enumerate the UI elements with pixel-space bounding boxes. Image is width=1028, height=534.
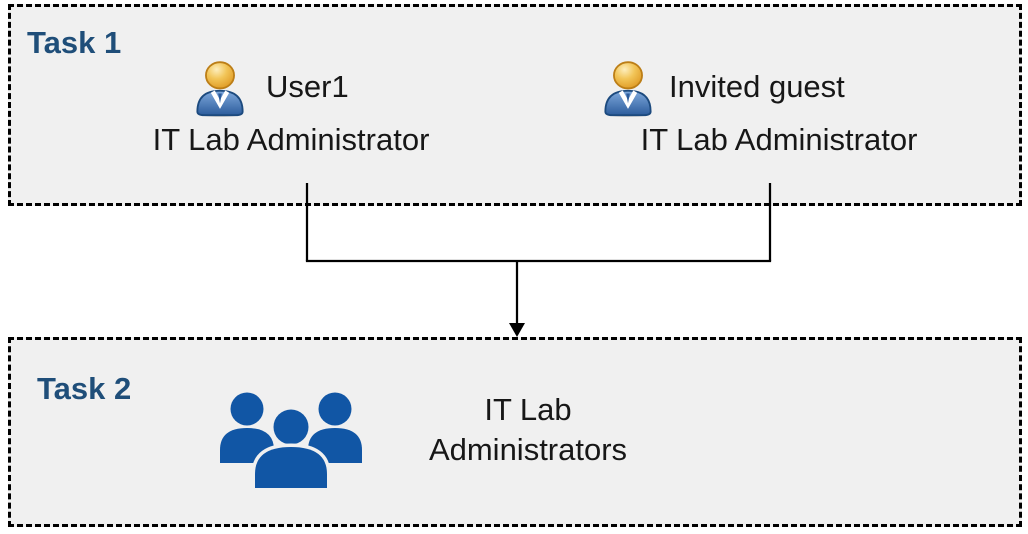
- person-icon: [196, 61, 244, 117]
- group-label: IT Lab Administrators: [328, 390, 728, 470]
- group-label-line2: Administrators: [428, 432, 628, 467]
- task1-box: Task 1 User1 IT Lab Administrator Invite…: [8, 4, 1022, 206]
- task1-label: Task 1: [27, 25, 122, 60]
- person-role: IT Lab Administrator: [640, 122, 918, 157]
- person-name: Invited guest: [669, 69, 845, 104]
- person-role: IT Lab Administrator: [152, 122, 430, 157]
- task2-label: Task 2: [37, 371, 132, 406]
- group-label-line1: IT Lab: [484, 392, 572, 427]
- person-icon: [604, 61, 652, 117]
- task2-box: Task 2 IT Lab Administrators: [8, 337, 1022, 527]
- person-name: User1: [266, 69, 349, 104]
- people-group-icon: [220, 392, 362, 490]
